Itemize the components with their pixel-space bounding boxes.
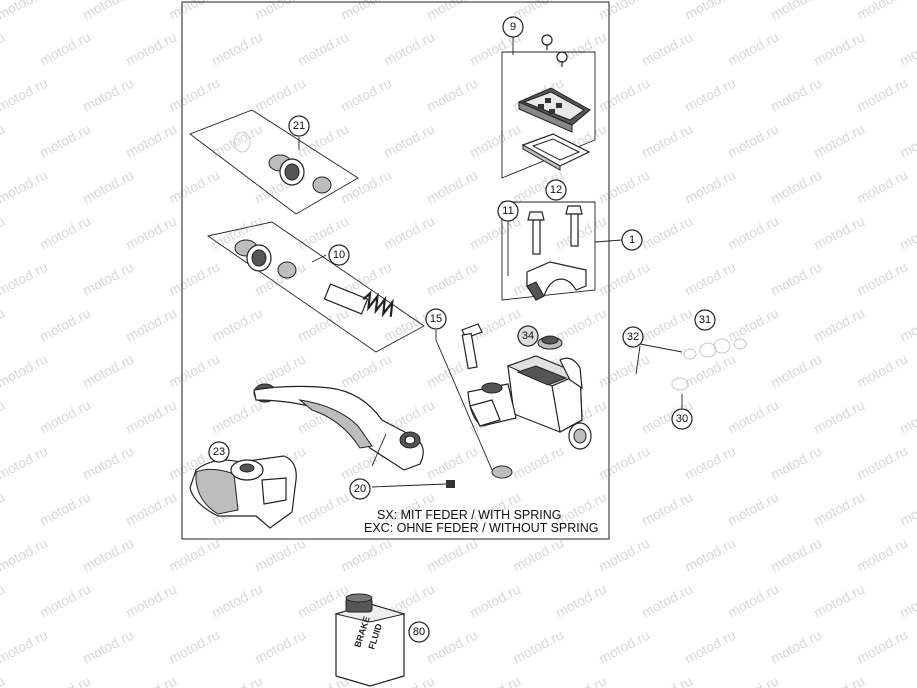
callout-15: 15	[425, 308, 447, 330]
callout-32: 32	[622, 326, 644, 348]
piston-and-spring	[323, 283, 394, 318]
callout-30-label: 30	[676, 413, 688, 425]
piston-kit-10	[206, 221, 425, 353]
callout-31: 31	[694, 309, 716, 331]
callout-23: 23	[208, 441, 230, 463]
seal-kit-21	[189, 109, 359, 215]
callout-20-label: 20	[354, 483, 366, 495]
callout-12: 12	[545, 179, 567, 201]
callout-10: 10	[328, 244, 350, 266]
callout-80-label: 80	[413, 626, 425, 638]
callout-15-label: 15	[430, 313, 442, 325]
brake-fluid-bottle: BRAKE FLUID	[334, 593, 406, 687]
note-without-spring: EXC: OHNE FEDER / WITHOUT SPRING	[364, 521, 599, 535]
callout-1-label: 1	[629, 234, 635, 246]
handlebar-clamp	[526, 261, 587, 301]
clamp-bolt-12	[565, 205, 583, 247]
lever-guard-23	[189, 455, 297, 529]
callout-12-label: 12	[550, 184, 562, 196]
callout-11: 11	[497, 200, 519, 222]
clamp-bolt-11	[527, 211, 545, 255]
reservoir-cap	[517, 87, 591, 133]
piston-cup-10	[234, 239, 272, 272]
callout-32-label: 32	[627, 331, 639, 343]
reservoir-gasket	[521, 133, 591, 171]
callout-9: 9	[502, 16, 524, 38]
cap-screw-top	[541, 34, 568, 67]
master-cylinder-body	[467, 355, 592, 450]
callout-10-label: 10	[333, 249, 345, 261]
callout-31-label: 31	[699, 314, 711, 326]
piston-cup-21	[268, 154, 305, 186]
lever-spring-20	[371, 480, 455, 488]
callout-21-label: 21	[293, 120, 305, 132]
callout-20: 20	[349, 478, 371, 500]
callout-34: 34	[517, 325, 539, 347]
assembly-frame	[181, 1, 610, 540]
callout-21: 21	[288, 115, 310, 137]
reservoir-cap-group	[501, 34, 596, 179]
brake-lever	[253, 383, 424, 471]
callout-80: 80	[408, 621, 430, 643]
banjo-fittings	[635, 338, 747, 408]
clamp-group	[501, 201, 623, 301]
reservoir-seal-34	[537, 335, 563, 350]
callout-34-label: 34	[522, 330, 534, 342]
note-with-spring: SX: MIT FEDER / WITH SPRING	[377, 508, 562, 522]
pivot-bolt-15	[435, 323, 513, 479]
callout-23-label: 23	[213, 446, 225, 458]
callout-30: 30	[671, 408, 693, 430]
callout-11-label: 11	[502, 205, 513, 217]
callout-1: 1	[621, 229, 643, 251]
callout-9-label: 9	[510, 21, 516, 33]
